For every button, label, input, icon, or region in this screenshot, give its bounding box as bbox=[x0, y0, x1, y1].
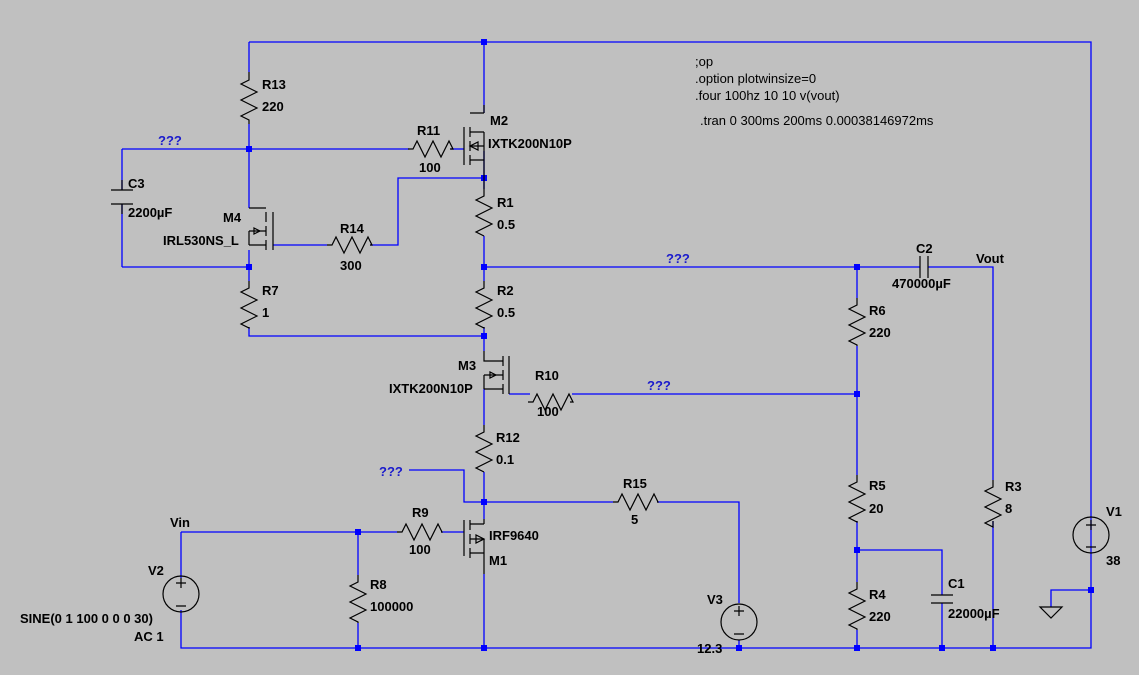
r13-ref: R13 bbox=[262, 77, 286, 92]
resistor-r5[interactable]: R5 20 bbox=[847, 475, 886, 523]
r12-value: 0.1 bbox=[496, 452, 514, 467]
r14-ref: R14 bbox=[340, 221, 365, 236]
r12-ref: R12 bbox=[496, 430, 520, 445]
m1-ref: M1 bbox=[489, 553, 507, 568]
r7-ref: R7 bbox=[262, 283, 279, 298]
resistor-r4[interactable]: R4 220 bbox=[847, 582, 891, 630]
c3-ref: C3 bbox=[128, 176, 145, 191]
resistor-r10[interactable]: R10 100 bbox=[528, 368, 574, 419]
r3-ref: R3 bbox=[1005, 479, 1022, 494]
net-label-unknown-3: ??? bbox=[647, 378, 671, 393]
c1-ref: C1 bbox=[948, 576, 965, 591]
r3-value: 8 bbox=[1005, 501, 1012, 516]
voltage-source-v1[interactable]: V1 38 bbox=[1072, 504, 1122, 568]
r15-value: 5 bbox=[631, 512, 638, 527]
resistor-r9[interactable]: R9 100 bbox=[397, 505, 443, 557]
capacitor-c2[interactable]: C2 470000µF bbox=[892, 241, 951, 291]
m4-value: IRL530NS_L bbox=[163, 233, 239, 248]
resistor-r8[interactable]: R8 100000 bbox=[348, 575, 413, 623]
resistor-r1[interactable]: R1 0.5 bbox=[474, 189, 515, 237]
r4-value: 220 bbox=[869, 609, 891, 624]
resistor-r7[interactable]: R7 1 bbox=[239, 281, 279, 329]
resistor-r11[interactable]: R11 100 bbox=[408, 123, 454, 175]
m4-ref: M4 bbox=[223, 210, 242, 225]
r11-value: 100 bbox=[419, 160, 441, 175]
junctions bbox=[246, 39, 1094, 651]
v2-value: SINE(0 1 100 0 0 0 30) bbox=[20, 611, 153, 626]
net-label-vin: Vin bbox=[170, 515, 190, 530]
spice-directives[interactable]: ;op .option plotwinsize=0 .four 100hz 10… bbox=[695, 54, 934, 128]
resistor-r15[interactable]: R15 5 bbox=[613, 476, 659, 527]
v3-ref: V3 bbox=[707, 592, 723, 607]
v1-value: 38 bbox=[1106, 553, 1120, 568]
r11-ref: R11 bbox=[417, 123, 440, 138]
r5-ref: R5 bbox=[869, 478, 886, 493]
resistor-r3[interactable]: R3 8 bbox=[983, 479, 1022, 528]
resistor-r12[interactable]: R12 0.1 bbox=[474, 425, 520, 473]
r2-ref: R2 bbox=[497, 283, 514, 298]
mosfet-m1[interactable]: IRF9640 M1 bbox=[463, 519, 539, 574]
c1-value: 22000µF bbox=[948, 606, 1000, 621]
c2-ref: C2 bbox=[916, 241, 933, 256]
r8-value: 100000 bbox=[370, 599, 413, 614]
r10-ref: R10 bbox=[535, 368, 559, 383]
mosfet-m2[interactable]: M2 IXTK200N10P bbox=[463, 105, 572, 189]
capacitor-c1[interactable]: C1 22000µF bbox=[931, 576, 1000, 621]
r4-ref: R4 bbox=[869, 587, 886, 602]
mosfet-m3[interactable]: M3 IXTK200N10P bbox=[389, 351, 510, 396]
net-label-unknown-4: ??? bbox=[379, 464, 403, 479]
v2-ac: AC 1 bbox=[134, 629, 164, 644]
m2-value: IXTK200N10P bbox=[488, 136, 572, 151]
voltage-source-v2[interactable]: V2 SINE(0 1 100 0 0 0 30) AC 1 bbox=[20, 563, 200, 644]
voltage-source-v3[interactable]: V3 12.3 bbox=[697, 592, 758, 656]
r6-value: 220 bbox=[869, 325, 891, 340]
r1-ref: R1 bbox=[497, 195, 514, 210]
r8-ref: R8 bbox=[370, 577, 387, 592]
r5-value: 20 bbox=[869, 501, 883, 516]
r9-value: 100 bbox=[409, 542, 431, 557]
m2-ref: M2 bbox=[490, 113, 508, 128]
v3-value: 12.3 bbox=[697, 641, 722, 656]
net-label-vout: Vout bbox=[976, 251, 1005, 266]
net-label-unknown-2: ??? bbox=[666, 251, 690, 266]
resistor-r6[interactable]: R6 220 bbox=[847, 298, 891, 346]
ground-symbol[interactable] bbox=[1038, 606, 1064, 619]
directive-line-3: .four 100hz 10 10 v(vout) bbox=[695, 88, 840, 103]
resistor-r13[interactable]: R13 220 bbox=[239, 72, 286, 124]
r2-value: 0.5 bbox=[497, 305, 515, 320]
net-label-unknown-1: ??? bbox=[158, 133, 182, 148]
wires bbox=[121, 41, 1092, 649]
v2-ref: V2 bbox=[148, 563, 164, 578]
mosfet-m4[interactable]: M4 IRL530NS_L bbox=[163, 207, 274, 250]
r14-value: 300 bbox=[340, 258, 362, 273]
r13-value: 220 bbox=[262, 99, 284, 114]
resistor-r14[interactable]: R14 300 bbox=[327, 221, 373, 273]
r9-ref: R9 bbox=[412, 505, 429, 520]
r7-value: 1 bbox=[262, 305, 269, 320]
c3-value: 2200µF bbox=[128, 205, 172, 220]
directive-line-1: ;op bbox=[695, 54, 713, 69]
net-labels: ??? ??? ??? ??? Vin Vout bbox=[158, 133, 1005, 530]
m1-value: IRF9640 bbox=[489, 528, 539, 543]
c2-value: 470000µF bbox=[892, 276, 951, 291]
r10-value: 100 bbox=[537, 404, 559, 419]
m3-value: IXTK200N10P bbox=[389, 381, 473, 396]
directive-tran: .tran 0 300ms 200ms 0.00038146972ms bbox=[700, 113, 934, 128]
r1-value: 0.5 bbox=[497, 217, 515, 232]
directive-line-2: .option plotwinsize=0 bbox=[695, 71, 816, 86]
capacitor-c3[interactable]: C3 2200µF bbox=[111, 176, 172, 220]
resistor-r2[interactable]: R2 0.5 bbox=[474, 281, 515, 329]
m3-ref: M3 bbox=[458, 358, 476, 373]
r15-ref: R15 bbox=[623, 476, 647, 491]
v1-ref: V1 bbox=[1106, 504, 1122, 519]
r6-ref: R6 bbox=[869, 303, 886, 318]
